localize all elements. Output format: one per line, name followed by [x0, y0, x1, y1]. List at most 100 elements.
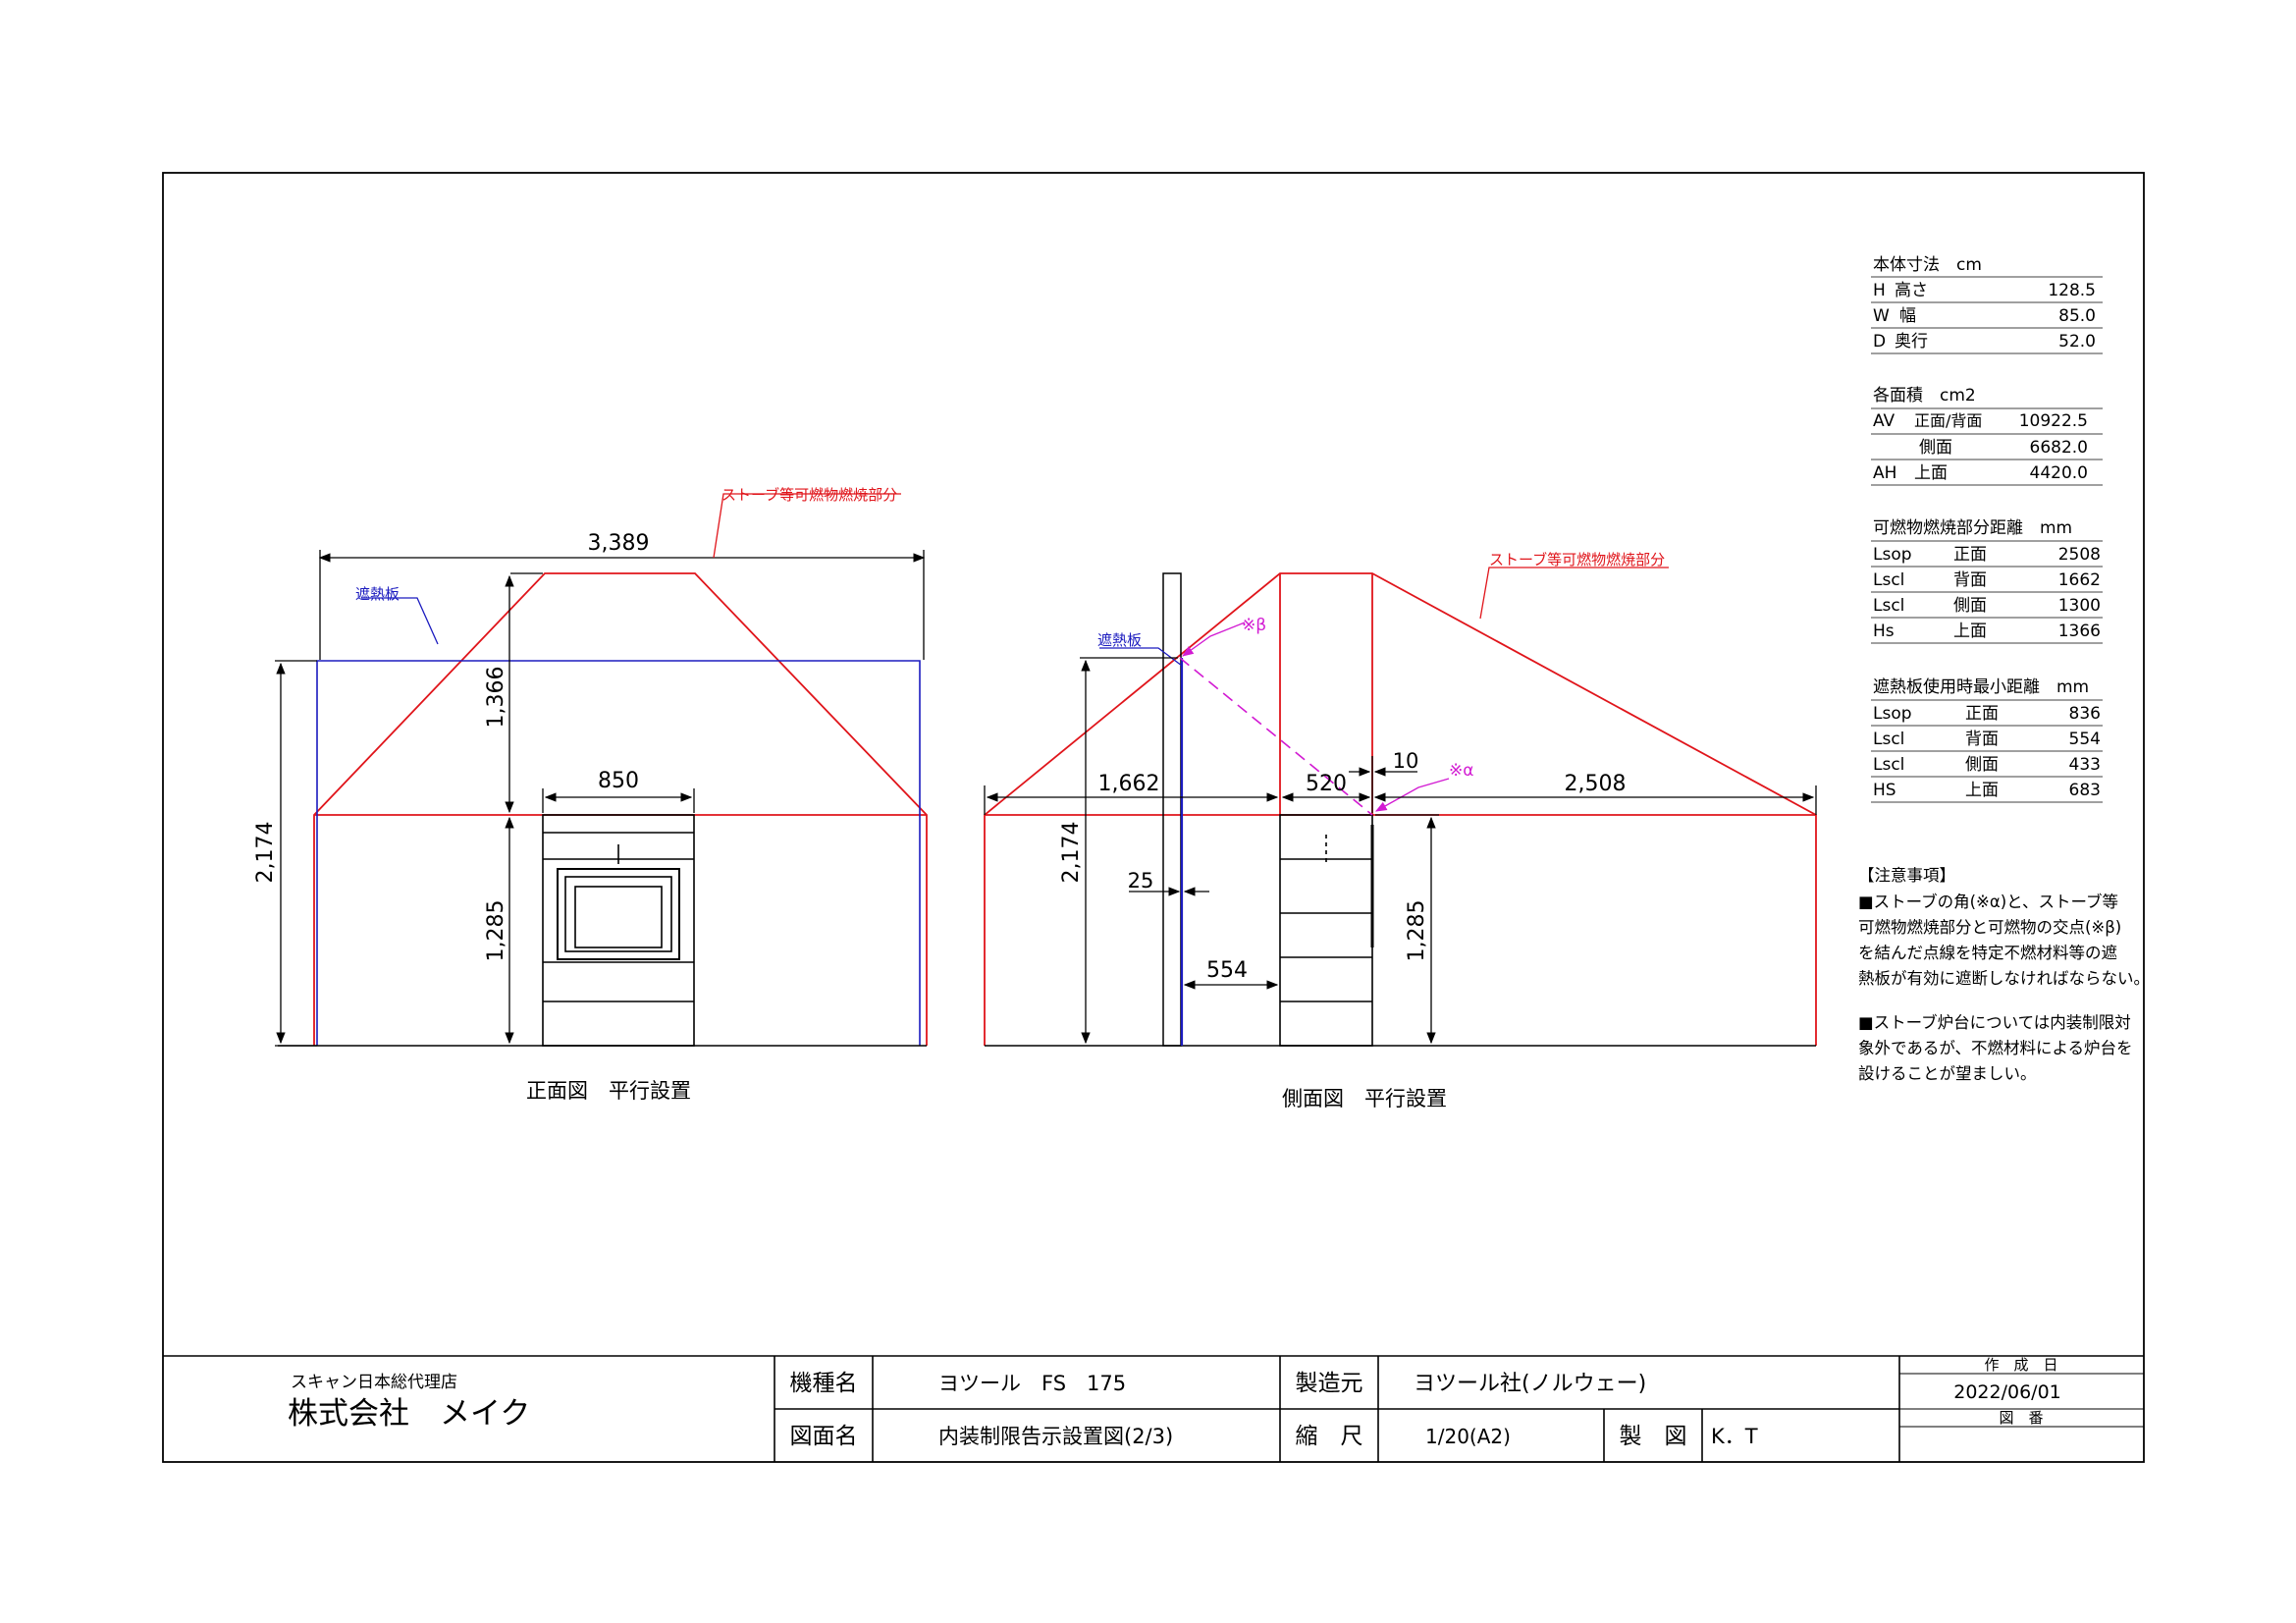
notes-line: ■ストーブの角(※α)と、ストーブ等: [1858, 892, 2118, 911]
spec-shield-name: 側面: [1965, 755, 1999, 775]
scale-value: 1/20(A2): [1425, 1425, 1511, 1448]
number-label: 図 番: [1999, 1409, 2043, 1427]
spec-body-value: 52.0: [2058, 332, 2096, 352]
front-view: 3,389 2,174 1,366 850 1,285 ストーブ等可燃物燃焼部分…: [253, 486, 928, 1103]
notes-line: 設けることが望ましい。: [1858, 1064, 2037, 1083]
spec-shield-name: 正面: [1965, 704, 1999, 724]
spec-distance-name: 側面: [1953, 596, 1987, 616]
spec-area-value: 10922.5: [2019, 411, 2088, 431]
side-combustion-outline: [984, 572, 1817, 1046]
spec-body-name: 幅: [1899, 306, 1916, 326]
side-stove: [1279, 814, 1374, 1047]
front-stove: [542, 814, 695, 1047]
spec-shield-name: 上面: [1965, 781, 1999, 800]
spec-distance-code: Lscl: [1873, 596, 1904, 616]
spec-area-value: 4420.0: [2030, 463, 2088, 483]
notes-line: ■ストーブ炉台については内装制限対: [1858, 1012, 2131, 1032]
mark-beta: ※β: [1242, 616, 1266, 635]
spec-distance-code: Hs: [1873, 622, 1895, 641]
spec-body-value: 128.5: [2048, 281, 2096, 300]
dim-gap: 25: [1128, 869, 1154, 893]
date-value: 2022/06/01: [1953, 1381, 2061, 1403]
title-block: スキャン日本総代理店 株式会社 メイク 機種名 ヨツール FS 175 図面名 …: [163, 1355, 2144, 1462]
notes-title: 【注意事項】: [1858, 866, 1955, 885]
spec-distance-code: Lscl: [1873, 570, 1904, 590]
spec-shield-value: 433: [2069, 755, 2101, 775]
spec-shield-name: 背面: [1965, 730, 1999, 749]
spec-area-name: 側面: [1919, 438, 1952, 458]
dim-side-height: 2,174: [1059, 822, 1084, 884]
dim-front: 2,508: [1565, 772, 1627, 796]
dim-total-width: 3,389: [588, 531, 650, 556]
spec-shield-code: HS: [1873, 781, 1896, 800]
notes-line: 可燃物燃焼部分と可燃物の交点(※β): [1858, 918, 2121, 937]
label-shield-front: 遮熱板: [355, 585, 400, 603]
notes-line: 象外であるが、不燃材料による炉台を: [1858, 1039, 2133, 1057]
spec-panel: 本体寸法 cm H 高さ 128.5 W 幅 85.0 D 奥行 52.0 各面…: [1871, 255, 2103, 803]
date-label: 作 成 日: [1984, 1356, 2057, 1374]
spec-shield-code: Lscl: [1873, 730, 1904, 749]
front-combustion-outline: [313, 572, 928, 1046]
front-shield-outline: [316, 660, 921, 1046]
agent-subtitle: スキャン日本総代理店: [291, 1373, 457, 1392]
spec-body-name: 奥行: [1895, 332, 1928, 352]
spec-body-name: 高さ: [1895, 281, 1928, 300]
spec-body-code: H: [1873, 281, 1886, 300]
side-view-caption: 側面図 平行設置: [1282, 1087, 1447, 1110]
spec-distance-title: 可燃物燃焼部分距離 mm: [1873, 518, 2072, 538]
spec-shield-value: 554: [2069, 730, 2101, 749]
front-view-caption: 正面図 平行設置: [526, 1079, 691, 1103]
dim-height: 2,174: [253, 822, 278, 884]
notes-line: 熱板が有効に遮断しなければならない。: [1858, 969, 2150, 988]
dim-stove-width: 850: [598, 769, 639, 793]
spec-distance-name: 背面: [1953, 570, 1987, 590]
drawing-label: 図面名: [790, 1424, 858, 1449]
dim-stove-height: 1,285: [484, 900, 508, 962]
spec-shield-title: 遮熱板使用時最小距離 mm: [1873, 676, 2089, 697]
notes: 【注意事項】 ■ストーブの角(※α)と、ストーブ等 可燃物燃焼部分と可燃物の交点…: [1858, 866, 2150, 1083]
dim-shield-dist: 554: [1206, 958, 1248, 983]
maker-value: ヨツール社(ノルウェー): [1414, 1372, 1646, 1396]
spec-shield-code: Lsop: [1873, 704, 1912, 724]
maker-label: 製造元: [1296, 1371, 1363, 1396]
drafter-label: 製 図: [1620, 1424, 1687, 1449]
model-value: ヨツール FS 175: [938, 1372, 1126, 1395]
notes-line: を結んだ点線を特定不燃材料等の遮: [1858, 944, 2117, 962]
spec-area-name: 正面/背面: [1914, 411, 1982, 430]
spec-shield-code: Lscl: [1873, 755, 1904, 775]
spec-area-code: AH: [1873, 463, 1896, 483]
spec-distance-code: Lsop: [1873, 545, 1912, 565]
dim-rear: 1,662: [1098, 772, 1160, 796]
label-shield-side: 遮熱板: [1097, 631, 1142, 649]
dim-offset: 10: [1393, 749, 1419, 773]
spec-distance-value: 1300: [2058, 596, 2101, 616]
spec-area-code: AV: [1873, 411, 1896, 431]
label-combustion-front: ストーブ等可燃物燃焼部分: [721, 486, 897, 504]
side-view: 1,662 520 10 2,508 2,174 25 554 1,285 スト…: [984, 551, 1817, 1110]
spec-shield-value: 836: [2069, 704, 2101, 724]
dim-side-stove-height: 1,285: [1405, 900, 1429, 962]
spec-body-title: 本体寸法 cm: [1873, 255, 1982, 275]
spec-area-name: 上面: [1914, 463, 1948, 483]
spec-distance-value: 2508: [2058, 545, 2101, 565]
drawing-value: 内装制限告示設置図(2/3): [938, 1425, 1173, 1448]
spec-body-code: D: [1873, 332, 1886, 352]
scale-label: 縮 尺: [1296, 1424, 1363, 1449]
drafter-value: K．T: [1711, 1425, 1758, 1448]
spec-distance-name: 上面: [1953, 622, 1987, 641]
spec-shield-value: 683: [2069, 781, 2101, 800]
spec-distance-value: 1366: [2058, 622, 2101, 641]
spec-distance-value: 1662: [2058, 570, 2101, 590]
spec-area-title: 各面積 cm2: [1873, 386, 1976, 406]
guide-line: [1179, 657, 1373, 816]
sheet-border: [162, 172, 2145, 1463]
label-combustion-side: ストーブ等可燃物燃焼部分: [1489, 551, 1665, 568]
spec-body-value: 85.0: [2058, 306, 2096, 326]
spec-body-code: W: [1873, 306, 1890, 326]
spec-distance-name: 正面: [1953, 545, 1987, 565]
dim-top-gap: 1,366: [484, 667, 508, 729]
dim-depth: 520: [1306, 772, 1347, 796]
model-label: 機種名: [790, 1371, 858, 1396]
mark-alpha: ※α: [1449, 761, 1473, 781]
